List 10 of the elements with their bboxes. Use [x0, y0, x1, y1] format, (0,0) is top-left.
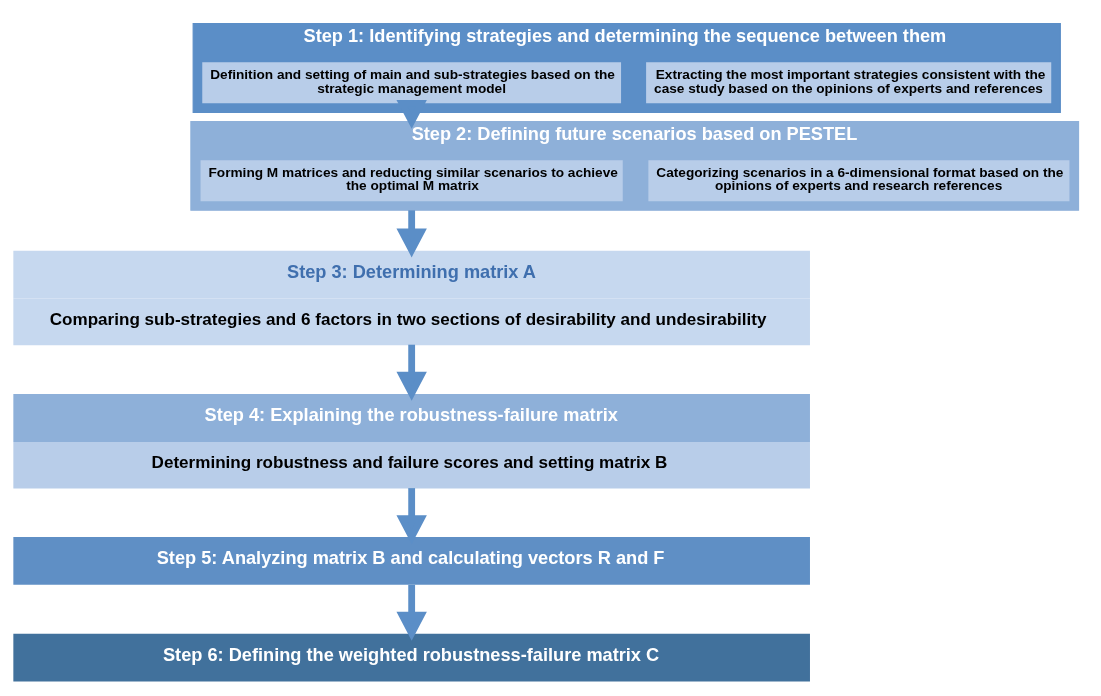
arrow [396, 584, 427, 641]
arrow [396, 344, 427, 401]
node-box: Step 6: Defining the weighted robustness-failure matrix C [13, 633, 810, 682]
arrow [396, 210, 427, 258]
node-box: Forming M matrices and reducting similar scenarios to achieve the optimal M matrix [200, 160, 623, 202]
node-box: Extracting the most important strategies consistent with the case study based on the opinions of experts and references [646, 62, 1052, 104]
node-box: Step 5: Analyzing matrix B and calculating vectors R and F [13, 536, 810, 585]
arrow [396, 99, 427, 129]
node-box: Definition and setting of main and sub-strategies based on the strategic management model [202, 62, 622, 104]
node-box: Categorizing scenarios in a 6-dimensional format based on the opinions of experts and research references [648, 160, 1070, 202]
